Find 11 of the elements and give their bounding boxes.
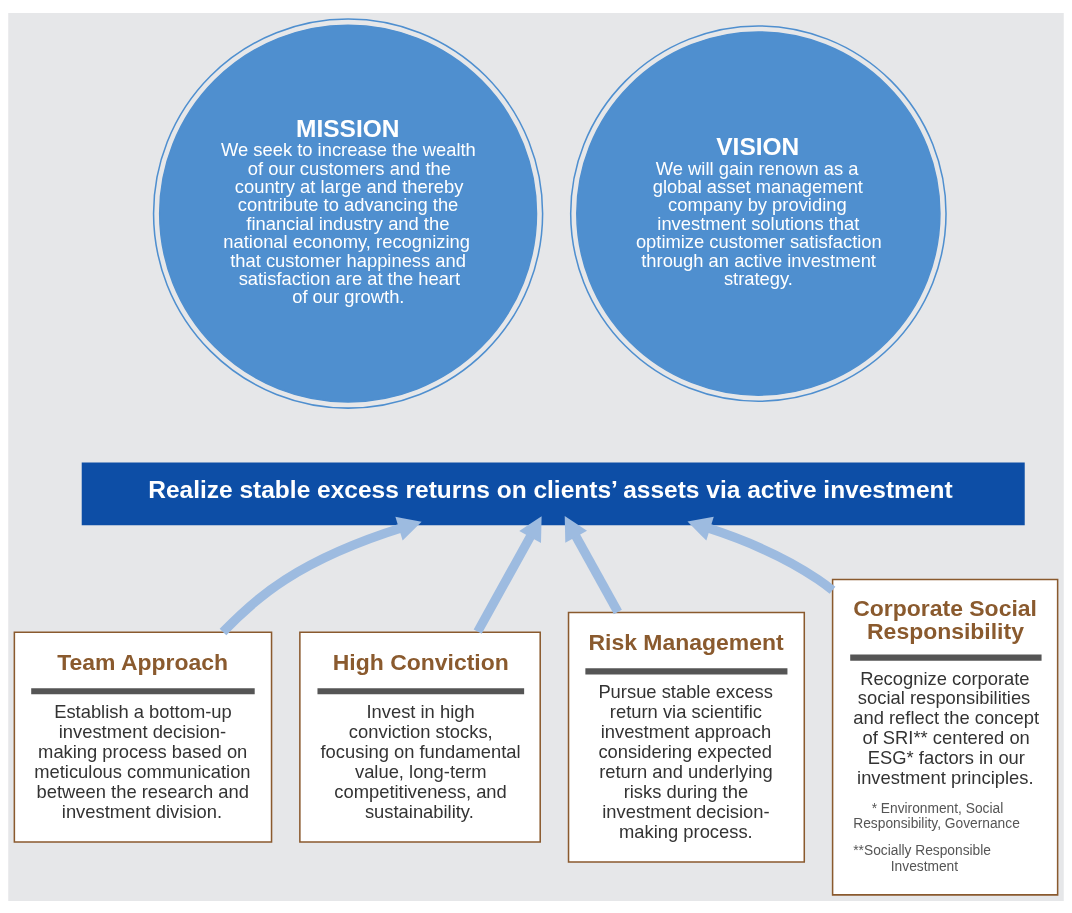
node-box: High Conviction Invest in high conviction stocks, focusing on fundamental value, long-term competitiveness, and sustainability. <box>299 631 541 843</box>
node-circle: VISION We will gain renown as a global asset management company by providing investment solutions that optimize customer satisfaction through an active investment strategy. <box>569 24 947 402</box>
arrow <box>219 516 422 635</box>
node-box: Corporate Social Responsibility Recognize corporate social responsibilities and reflect the concept of SRI** centered on ESG* factors in our investment principles. * Environment, Social Responsibility, Governance **Socially Responsible Investment <box>831 578 1059 896</box>
arrow <box>564 515 622 614</box>
node-circle: MISSION We seek to increase the wealth of our customers and the country at large and thereby contribute to advancing the financial industry and the national economy, recognizing that customer happiness and satisfaction are at the heart of our growth. <box>152 17 544 409</box>
node-box: Team Approach Establish a bottom-up investment decision-making process based on meticulous communication between the research and investment division. <box>13 631 273 843</box>
node-box: Realize stable excess returns on clients’ assets via active investment <box>81 461 1025 525</box>
node-box: Risk Management Pursue stable excess return via scientific investment approach considering expected return and underlying risks during the investment decision-making process. <box>567 611 806 863</box>
arrow <box>473 515 542 634</box>
arrow <box>687 516 836 594</box>
